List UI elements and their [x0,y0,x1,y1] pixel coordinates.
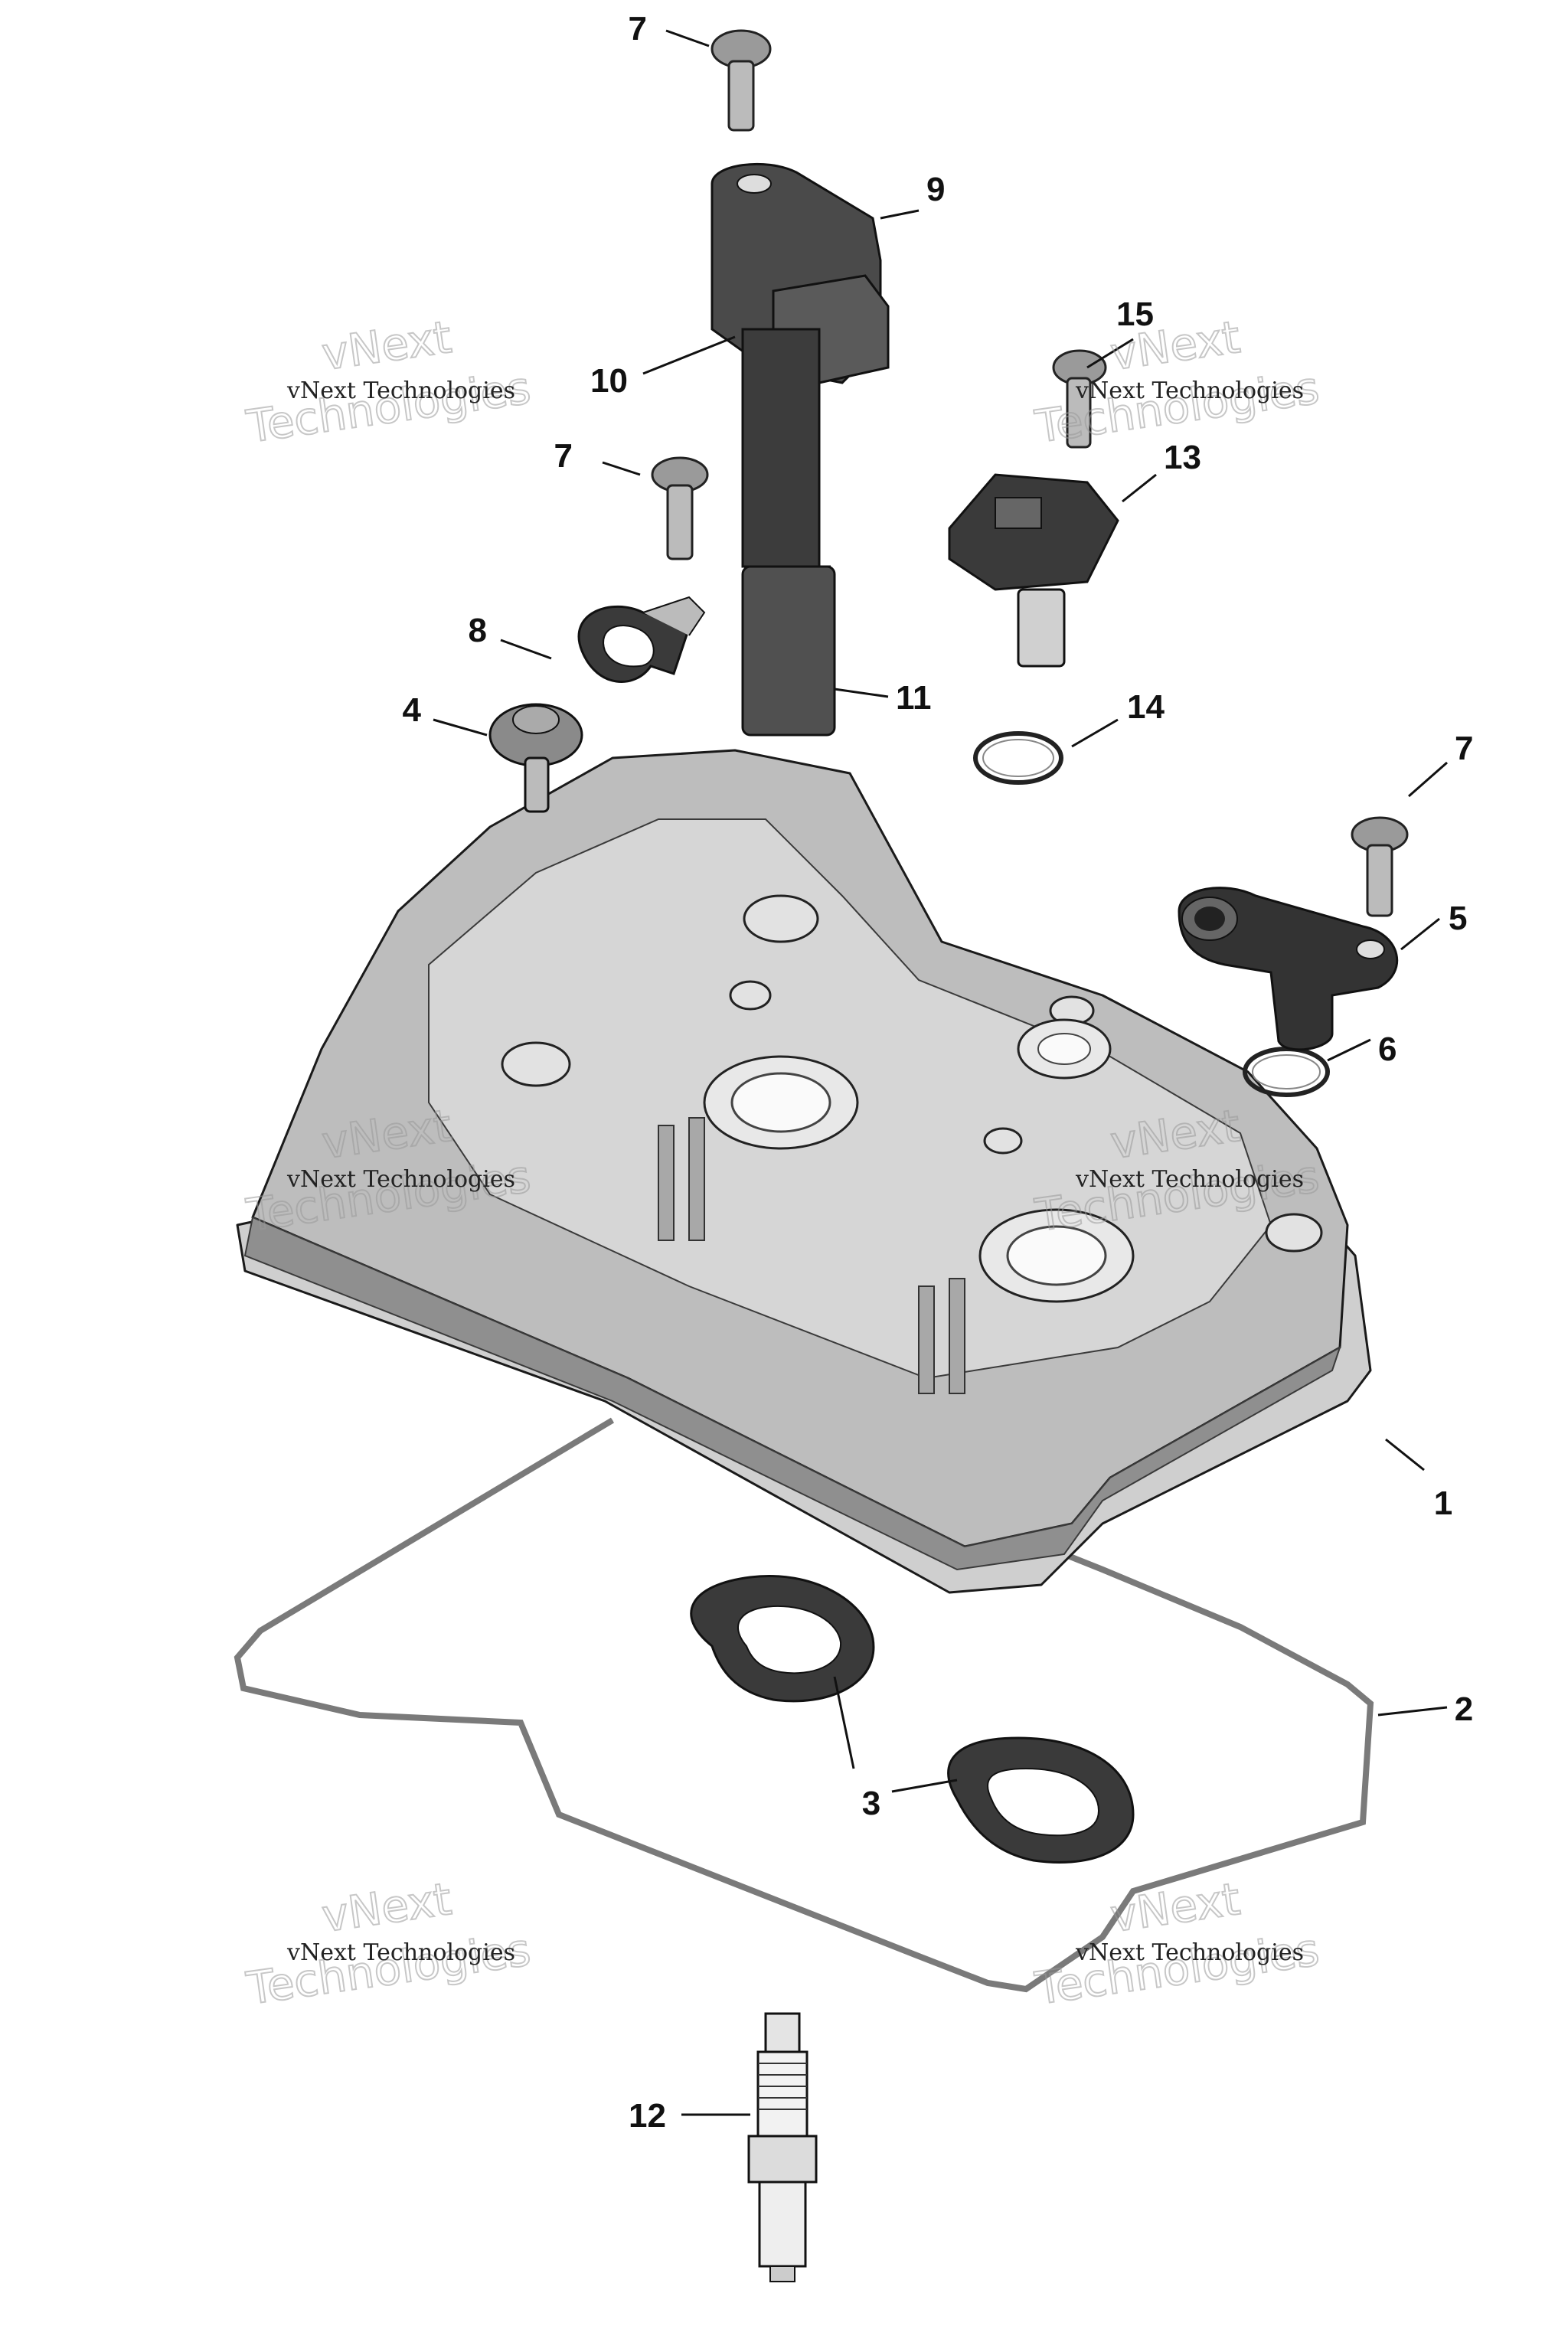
callout-numbers: 7 9 10 15 7 13 8 4 11 14 7 5 6 1 2 3 12 [403,10,1474,2135]
watermark-top-left: vNext Technologies vNext Technologies [243,310,534,454]
svg-text:vNext: vNext [1107,1873,1243,1942]
spark-plug-tube-seals [690,1575,1135,1864]
ignition-coil [710,162,890,737]
callout-5: 5 [1449,900,1467,937]
svg-text:vNext Technologies: vNext Technologies [286,377,515,404]
svg-text:vNext Technologies: vNext Technologies [286,1166,515,1193]
bolt-sensor [1052,349,1107,449]
bolt-top [710,29,772,132]
callout-10: 10 [590,362,628,400]
callout-9: 9 [926,171,945,208]
spark-plug [747,2012,818,2282]
svg-text:Technologies: Technologies [1032,1923,1322,2014]
callout-4: 4 [403,691,422,729]
o-ring-6 [1243,1047,1330,1097]
svg-text:Technologies: Technologies [243,1923,534,2014]
callout-7-left: 7 [554,437,573,475]
grommet-bolt [488,703,583,813]
callout-1: 1 [1434,1485,1452,1522]
callout-15: 15 [1116,296,1154,333]
callout-13: 13 [1164,439,1201,476]
callout-7-right: 7 [1455,730,1473,767]
coolant-fitting [1178,887,1399,1051]
svg-text:Technologies: Technologies [243,361,534,452]
cable-clamp [577,596,706,683]
callout-12: 12 [629,2097,666,2135]
callout-6: 6 [1378,1031,1396,1068]
callout-2: 2 [1455,1690,1473,1728]
callout-11: 11 [896,679,932,717]
callout-14: 14 [1127,688,1165,726]
svg-text:vNext Technologies: vNext Technologies [286,1939,515,1966]
svg-text:vNext Technologies: vNext Technologies [1075,1166,1304,1193]
watermark-bottom-left: vNext Technologies vNext Technologies [243,1872,534,2016]
svg-text:vNext: vNext [318,1873,454,1942]
svg-text:vNext Technologies: vNext Technologies [1075,377,1304,404]
svg-text:vNext: vNext [318,311,454,381]
valve-cover [236,749,1372,1594]
camshaft-sensor [948,473,1119,668]
valve-cover-gasket [234,1417,1374,1993]
bolt-right [1351,816,1409,917]
svg-text:vNext Technologies: vNext Technologies [1075,1939,1304,1966]
callout-3: 3 [862,1785,880,1822]
watermark-bottom-right: vNext Technologies vNext Technologies [1031,1872,1323,2016]
o-ring-14 [973,731,1063,785]
leader-lines [433,29,1448,2116]
callout-7-top: 7 [629,10,647,47]
callout-8: 8 [469,612,487,649]
bolt-left [651,456,709,560]
